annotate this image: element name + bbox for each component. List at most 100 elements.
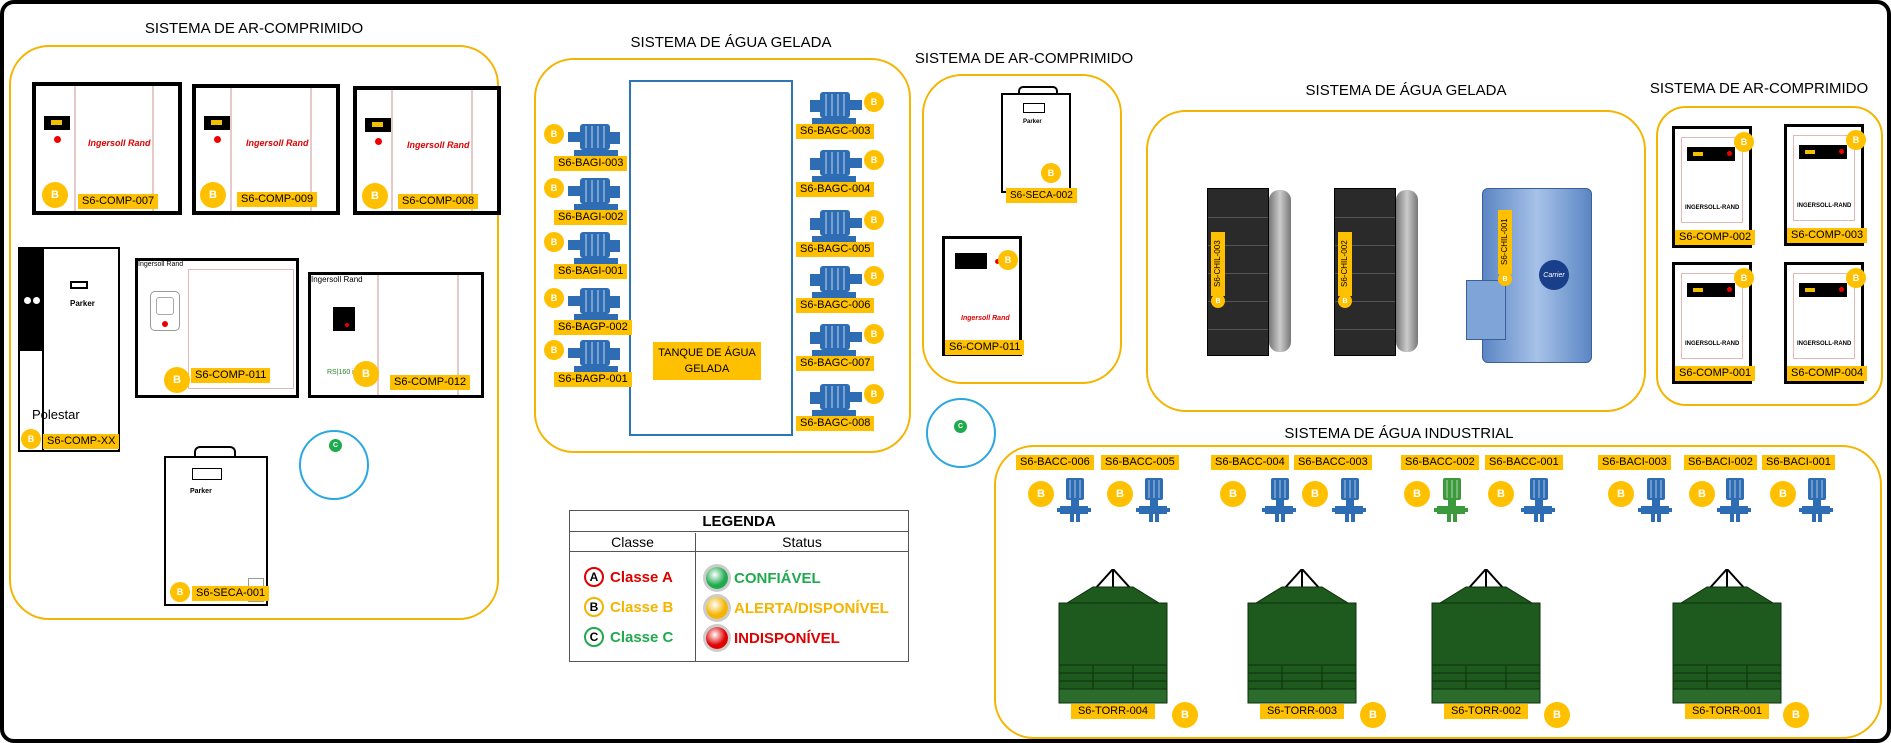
title-ar-comprimido-2: SISTEMA DE AR-COMPRIMIDO — [914, 50, 1134, 67]
brand-logo: INGERSOLL-RAND — [1797, 341, 1852, 347]
legend-col-class: Classe — [570, 533, 695, 552]
class-b-badge: B — [1846, 268, 1866, 288]
label-comp-011-b: S6-COMP-011 — [945, 340, 1025, 355]
brand-logo: Parker — [190, 488, 212, 495]
label-comp-008: S6-COMP-008 — [398, 194, 479, 209]
class-b-badge: B — [544, 178, 564, 198]
label-comp-012: S6-COMP-012 — [390, 375, 471, 390]
pump-label: S6-BAGC-007 — [796, 356, 875, 371]
compressor-label: S6-COMP-001 — [1675, 366, 1756, 381]
cooling-tower[interactable] — [1426, 567, 1546, 714]
pump-icon[interactable] — [1262, 476, 1296, 527]
system-agua-industrial — [994, 445, 1882, 739]
compressor-label: S6-COMP-002 — [1675, 230, 1756, 245]
compressor-label: S6-COMP-003 — [1787, 228, 1868, 243]
class-b-badge: B — [864, 92, 884, 112]
class-b-badge: B — [544, 340, 564, 360]
compressor-comp-012[interactable]: Ingersoll Rand RS|160 i — [308, 272, 484, 398]
pump-label: S6-BAGC-006 — [796, 298, 875, 313]
system-ar-comprimido-1 — [9, 45, 499, 620]
brand-logo: INGERSOLL-RAND — [1685, 205, 1740, 211]
pump-icon[interactable] — [566, 118, 626, 163]
pump-icon[interactable] — [804, 260, 864, 305]
pump-icon[interactable] — [1799, 476, 1833, 527]
pump-label: S6-BACI-001 — [1762, 455, 1835, 470]
pump-icon[interactable] — [804, 378, 864, 423]
pump-icon[interactable] — [1638, 476, 1672, 527]
legend-class-mark: A — [584, 567, 604, 587]
label-comp-xx: S6-COMP-XX — [43, 434, 120, 449]
cooling-tower[interactable] — [1242, 567, 1362, 714]
class-b-badge: B — [1211, 294, 1225, 308]
legend-title: LEGENDA — [570, 511, 908, 532]
class-c-zone — [299, 430, 369, 500]
class-b-badge: B — [544, 232, 564, 252]
polestar-label: Polestar — [32, 407, 80, 422]
pump-icon[interactable] — [566, 282, 626, 327]
class-b-badge: B — [1302, 481, 1328, 507]
chiller-label: S6-CHIL-001 — [1498, 210, 1512, 274]
pump-label: S6-BAGC-004 — [796, 182, 875, 197]
label-comp-009: S6-COMP-009 — [237, 192, 318, 207]
pump-icon[interactable] — [1136, 476, 1170, 527]
label-comp-011: S6-COMP-011 — [191, 368, 271, 383]
pump-label: S6-BACC-003 — [1294, 455, 1372, 470]
label-seca-002: S6-SECA-002 — [1006, 188, 1077, 203]
pump-icon[interactable] — [804, 144, 864, 189]
label-seca-001: S6-SECA-001 — [192, 586, 270, 601]
dryer-seca-001[interactable]: Parker — [164, 456, 268, 606]
brand-logo: Ingersoll Rand — [138, 261, 184, 268]
tank-agua-gelada[interactable] — [629, 80, 793, 436]
pump-icon[interactable] — [804, 204, 864, 249]
system-ar-comprimido-2 — [922, 74, 1122, 384]
class-c-badge: C — [954, 420, 967, 433]
class-b-badge: B — [1028, 481, 1054, 507]
brand-logo: Ingersoll Rand — [407, 140, 470, 150]
pump-icon[interactable] — [804, 318, 864, 363]
pump-label: S6-BACI-003 — [1598, 455, 1671, 470]
class-b-badge: B — [1846, 130, 1866, 150]
compressor-comp-xx[interactable]: Parker Polestar — [18, 247, 120, 452]
tank-label: TANQUE DE ÁGUA GELADA — [653, 342, 761, 380]
cooling-tower[interactable] — [1667, 567, 1787, 714]
pump-icon[interactable] — [804, 86, 864, 131]
pump-label: S6-BAGC-008 — [796, 416, 875, 431]
pump-icon[interactable] — [566, 172, 626, 217]
pump-icon[interactable] — [566, 334, 626, 379]
legend-status-label: INDISPONÍVEL — [734, 629, 840, 647]
pump-icon[interactable] — [1434, 476, 1468, 527]
chiller-unit[interactable] — [1207, 188, 1269, 356]
pump-label: S6-BACC-001 — [1485, 455, 1563, 470]
pump-icon[interactable] — [1332, 476, 1366, 527]
legend-status: CONFIÁVEL — [706, 567, 821, 589]
pump-icon[interactable] — [1521, 476, 1555, 527]
pump-label: S6-BAGI-001 — [554, 264, 628, 279]
class-c-zone — [926, 398, 996, 468]
pump-icon[interactable] — [1717, 476, 1751, 527]
legend-status: INDISPONÍVEL — [706, 627, 840, 649]
legend-class-label: Classe C — [610, 628, 674, 646]
pump-label: S6-BACC-002 — [1401, 455, 1479, 470]
class-b-badge: B — [1172, 702, 1198, 728]
pump-label: S6-BAGP-001 — [554, 372, 632, 387]
pump-icon[interactable] — [1057, 476, 1091, 527]
brand-logo: Parker — [1023, 119, 1042, 125]
class-b-badge: B — [1689, 481, 1715, 507]
title-agua-industrial: SISTEMA DE ÁGUA INDUSTRIAL — [1284, 425, 1514, 442]
pump-label: S6-BAGP-002 — [554, 320, 632, 335]
pump-label: S6-BACI-002 — [1684, 455, 1757, 470]
brand-logo: Ingersoll Rand — [246, 138, 309, 148]
chiller-label: S6-CHIL-002 — [1338, 232, 1352, 296]
dryer-seca-002[interactable]: Parker — [1001, 93, 1071, 193]
brand-logo: INGERSOLL-RAND — [1797, 203, 1852, 209]
chiller-condenser — [1396, 190, 1418, 352]
pump-label: S6-BAGC-005 — [796, 242, 875, 257]
pump-icon[interactable] — [566, 226, 626, 271]
cooling-tower[interactable] — [1053, 567, 1173, 714]
class-b-badge: B — [42, 182, 68, 208]
class-b-badge: B — [864, 384, 884, 404]
